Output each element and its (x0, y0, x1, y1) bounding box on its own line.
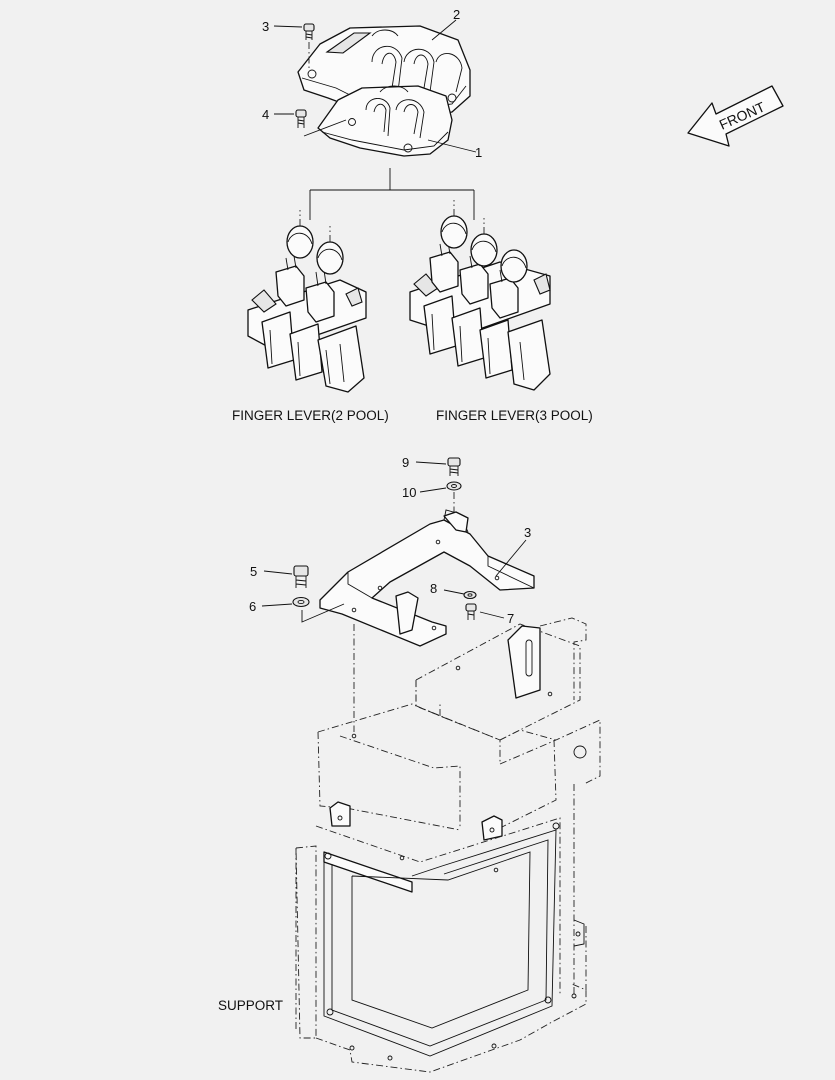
washer-10 (446, 481, 462, 491)
callout-6: 6 (249, 599, 256, 614)
cover-plate-1 (317, 85, 453, 157)
callout-4: 4 (262, 107, 269, 122)
caption-support: SUPPORT (218, 998, 283, 1013)
bolt-5 (293, 565, 309, 588)
callout-10: 10 (402, 485, 416, 500)
front-arrow: FRONT (687, 85, 784, 147)
callout-3-bracket: 3 (524, 525, 531, 540)
finger-lever-2-pool (247, 210, 367, 393)
washer-8 (463, 590, 477, 600)
bolt-7 (465, 603, 477, 620)
bolt-9 (447, 457, 461, 476)
callout-2: 2 (453, 7, 460, 22)
callout-7: 7 (507, 611, 514, 626)
caption-finger-lever-2: FINGER LEVER(2 POOL) (232, 408, 389, 423)
callout-9: 9 (402, 455, 409, 470)
finger-lever-3-pool (409, 200, 551, 391)
bolt-4 (295, 109, 307, 128)
washer-6 (292, 596, 310, 608)
callout-3-top: 3 (262, 19, 269, 34)
mounting-bracket-3 (319, 509, 535, 647)
caption-finger-lever-3: FINGER LEVER(3 POOL) (436, 408, 593, 423)
bolt-3-top (303, 23, 315, 70)
callout-1: 1 (475, 145, 482, 160)
callout-5: 5 (250, 564, 257, 579)
support-housing (295, 617, 601, 1073)
callout-8: 8 (430, 581, 437, 596)
